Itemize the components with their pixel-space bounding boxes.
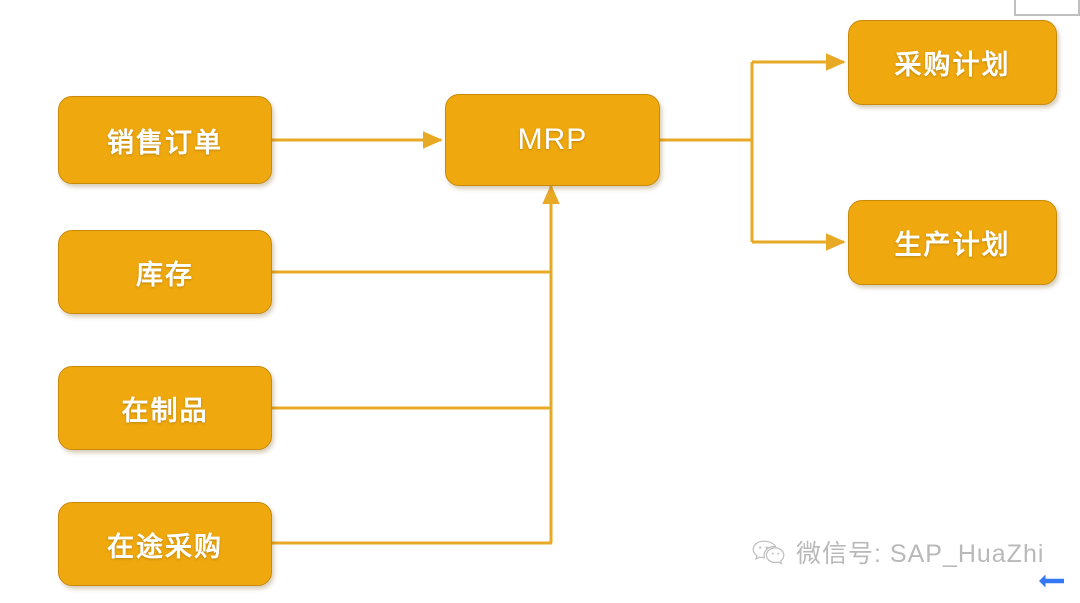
watermark: 微信号: SAP_HuaZhi bbox=[752, 534, 1044, 570]
watermark-text: 微信号: SAP_HuaZhi bbox=[796, 540, 1045, 568]
node-label: MRP bbox=[517, 123, 588, 156]
node-work-in-progress[interactable]: 在制品 bbox=[58, 366, 272, 450]
node-label: 在途采购 bbox=[107, 531, 223, 562]
node-label: 采购计划 bbox=[894, 50, 1011, 80]
node-label: 库存 bbox=[136, 259, 194, 290]
arrow-left-icon[interactable] bbox=[1036, 570, 1066, 592]
node-mrp[interactable]: MRP bbox=[445, 94, 660, 186]
node-purchase-plan[interactable]: 采购计划 bbox=[848, 20, 1057, 105]
node-label: 在制品 bbox=[121, 395, 209, 426]
corner-frame-decoration bbox=[1014, 0, 1080, 16]
node-label: 销售订单 bbox=[107, 127, 223, 158]
node-inventory[interactable]: 库存 bbox=[58, 230, 272, 314]
wechat-icon bbox=[752, 539, 786, 565]
node-sales-order[interactable]: 销售订单 bbox=[58, 96, 272, 184]
node-in-transit-purchase[interactable]: 在途采购 bbox=[58, 502, 272, 586]
node-label: 生产计划 bbox=[894, 230, 1011, 260]
node-production-plan[interactable]: 生产计划 bbox=[848, 200, 1057, 285]
